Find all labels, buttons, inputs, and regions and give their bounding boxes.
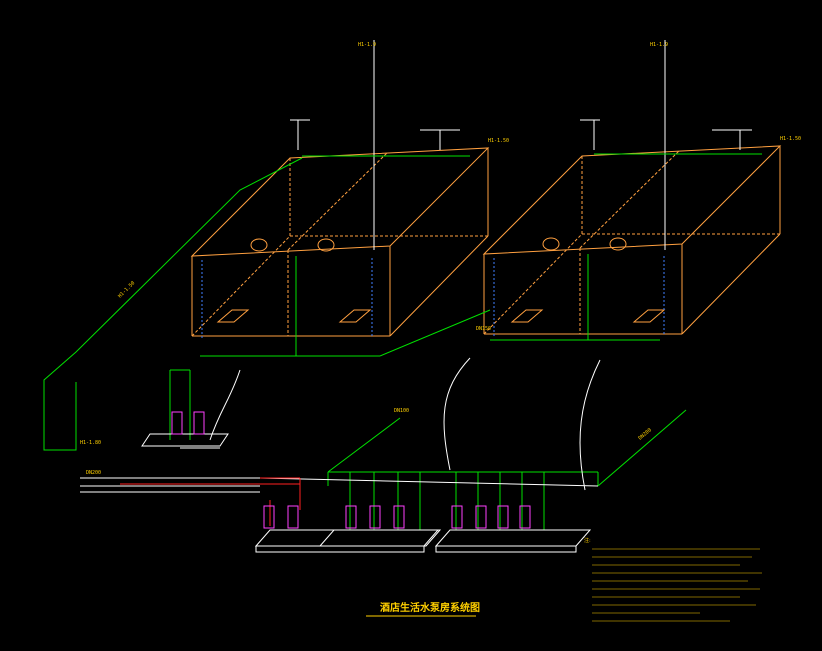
- pump-bases: [141, 433, 592, 553]
- tank-elev-right: H1-1.50: [780, 136, 801, 142]
- riser-label-right: H1-1.9: [650, 42, 668, 48]
- main-lines: [80, 357, 601, 493]
- left-bottom-elev: H1-1.80: [80, 440, 101, 446]
- supply-pipes: [43, 153, 762, 530]
- water-tank-right: [482, 145, 782, 335]
- return-pipes: [120, 477, 301, 526]
- left-pipe-elev: H1-1.50: [117, 280, 136, 299]
- main-inlet-label: DN200: [86, 470, 101, 476]
- pipe-label-dn100: DN100: [394, 408, 409, 414]
- pumps: [171, 411, 531, 529]
- notes-heading: 注:: [584, 537, 591, 544]
- drawing-title: 酒店生活水泵房系统图: [380, 601, 480, 614]
- manholes-left: [216, 238, 372, 323]
- annotations: H1-1.9 H1-1.9 H1-1.50 H1-1.50 H1-1.50 H1…: [80, 42, 801, 476]
- level-gauges: [201, 256, 665, 340]
- notes-block: 注:: [584, 537, 762, 622]
- vent-risers: [290, 40, 752, 250]
- water-tank-left: [190, 147, 490, 337]
- pipe-label-dn200: DN200: [637, 427, 652, 441]
- pipe-label-dn150: DN150: [476, 326, 491, 332]
- riser-label-left: H1-1.9: [358, 42, 376, 48]
- tank-elev-left: H1-1.50: [488, 138, 509, 144]
